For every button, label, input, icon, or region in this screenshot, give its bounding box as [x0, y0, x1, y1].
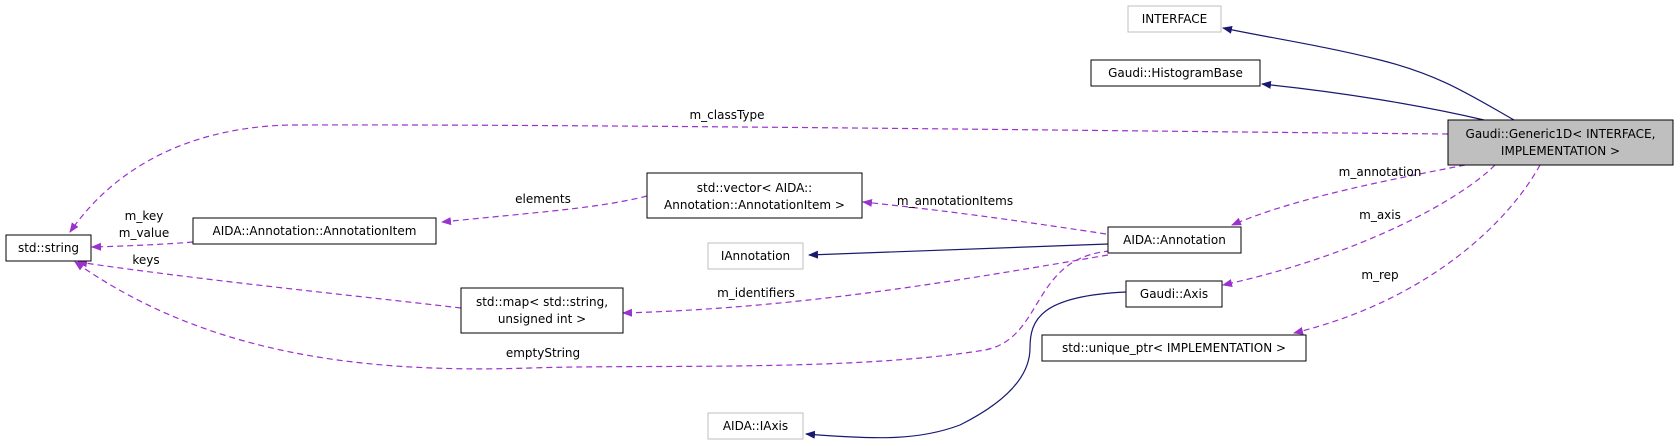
- edge-gaudiaxis-to-iaxis: [805, 291, 1127, 439]
- node-annotation-item-label: AIDA::Annotation::AnnotationItem: [213, 224, 417, 238]
- node-vector-annotation-item[interactable]: std::vector< AIDA:: Annotation::Annotati…: [646, 172, 863, 219]
- label-emptystring: emptyString: [506, 346, 580, 360]
- edge-rep: [1293, 164, 1541, 335]
- label-m-axis: m_axis: [1359, 208, 1401, 222]
- label-m-classtype: m_classType: [689, 108, 764, 122]
- edge-identifiers: [622, 254, 1109, 317]
- node-histogram-base[interactable]: Gaudi::HistogramBase: [1090, 59, 1261, 87]
- label-m-key: m_key: [125, 209, 164, 223]
- edge-generic1d-to-interface: [1222, 25, 1515, 121]
- label-m-identifiers: m_identifiers: [717, 286, 795, 300]
- node-vector-label-line1: std::vector< AIDA::: [697, 181, 812, 195]
- edge-labels: m_classType m_annotation m_axis m_rep el…: [119, 108, 1422, 360]
- node-std-map[interactable]: std::map< std::string, unsigned int >: [460, 287, 624, 334]
- node-generic1d-label-line1: Gaudi::Generic1D< INTERFACE,: [1466, 127, 1656, 141]
- edge-keys: [77, 259, 462, 309]
- edge-annotation-to-iannotation: [808, 243, 1109, 259]
- label-m-value: m_value: [119, 226, 169, 240]
- node-std-string-label: std::string: [18, 241, 79, 255]
- node-generic1d[interactable]: Gaudi::Generic1D< INTERFACE, IMPLEMENTAT…: [1447, 119, 1674, 166]
- edge-axis: [1222, 164, 1496, 287]
- node-interface-label: INTERFACE: [1142, 12, 1208, 26]
- edge-emptystring: [74, 250, 1111, 370]
- node-iannotation-label: IAnnotation: [721, 249, 790, 263]
- edge-annotationitems: [862, 198, 1107, 235]
- label-m-annotationitems: m_annotationItems: [897, 194, 1013, 208]
- node-aida-annotation[interactable]: AIDA::Annotation: [1107, 226, 1242, 254]
- node-gaudi-axis[interactable]: Gaudi::Axis: [1125, 280, 1223, 308]
- node-generic1d-label-line2: IMPLEMENTATION >: [1501, 144, 1620, 158]
- node-std-map-label-line1: std::map< std::string,: [476, 295, 608, 309]
- node-iannotation[interactable]: IAnnotation: [707, 242, 804, 270]
- label-keys: keys: [132, 253, 159, 267]
- node-aida-iaxis-label: AIDA::IAxis: [723, 419, 788, 433]
- node-unique-ptr-label: std::unique_ptr< IMPLEMENTATION >: [1062, 341, 1286, 355]
- label-m-rep: m_rep: [1361, 268, 1398, 282]
- inheritance-edges: [805, 25, 1515, 439]
- node-unique-ptr[interactable]: std::unique_ptr< IMPLEMENTATION >: [1041, 334, 1307, 362]
- node-aida-annotation-label: AIDA::Annotation: [1123, 233, 1226, 247]
- node-annotation-item[interactable]: AIDA::Annotation::AnnotationItem: [192, 217, 437, 245]
- node-histogram-base-label: Gaudi::HistogramBase: [1108, 66, 1243, 80]
- node-std-map-label-line2: unsigned int >: [498, 312, 586, 326]
- node-vector-label-line2: Annotation::AnnotationItem >: [664, 198, 845, 212]
- edge-elements: [441, 195, 648, 226]
- usage-edges: [69, 124, 1541, 370]
- edge-annotation: [1231, 164, 1466, 226]
- edge-generic1d-to-histogrambase: [1261, 80, 1485, 121]
- node-interface[interactable]: INTERFACE: [1127, 5, 1222, 33]
- label-elements: elements: [515, 192, 571, 206]
- node-std-string[interactable]: std::string: [5, 234, 92, 262]
- node-aida-iaxis[interactable]: AIDA::IAxis: [707, 412, 804, 440]
- edge-key-value: [91, 241, 194, 251]
- label-m-annotation: m_annotation: [1339, 165, 1422, 179]
- node-gaudi-axis-label: Gaudi::Axis: [1140, 287, 1208, 301]
